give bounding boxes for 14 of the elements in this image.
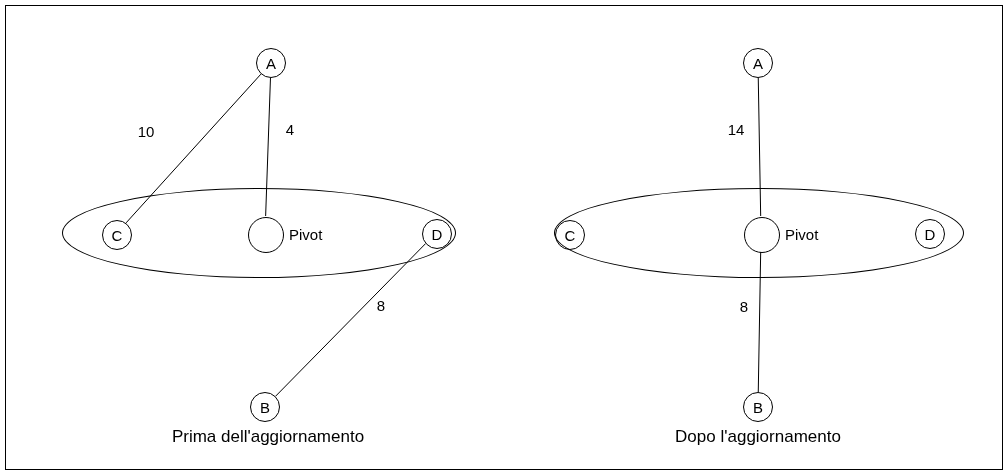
connector-line xyxy=(757,251,762,393)
edge-label: 8 xyxy=(739,298,749,314)
caption-text: Dopo l'aggiornamento xyxy=(675,427,841,445)
edge-label: 4 xyxy=(285,121,295,137)
edge-label: 10 xyxy=(137,123,155,139)
node-label: Pivot xyxy=(289,227,323,242)
connector-line xyxy=(125,73,262,224)
node-label: Pivot xyxy=(785,227,819,242)
connector-line xyxy=(757,77,762,217)
edge-label: 14 xyxy=(727,121,745,137)
edge-label: 8 xyxy=(376,297,386,313)
caption-text: Prima dell'aggiornamento xyxy=(171,427,365,445)
connector-line xyxy=(275,243,426,397)
connector-line xyxy=(265,77,271,217)
